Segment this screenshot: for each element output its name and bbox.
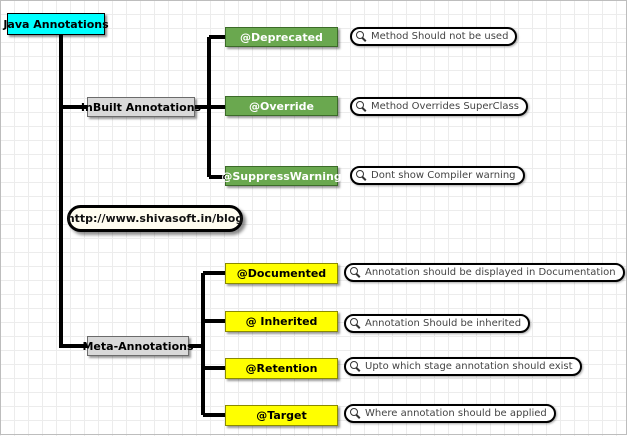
note-text: Upto which stage annotation should exist	[365, 361, 573, 372]
note-override: Method Overrides SuperClass	[350, 97, 528, 116]
leaf-target: @Target	[225, 405, 338, 426]
leaf-inherited: @ Inherited	[225, 311, 338, 332]
magnifier-icon	[350, 267, 361, 278]
note-text: Method Should not be used	[371, 31, 509, 42]
note-text: Annotation should be displayed in Docume…	[365, 267, 616, 278]
note-text: Dont show Compiler warning	[371, 170, 516, 181]
leaf-documented: @Documented	[225, 263, 338, 284]
magnifier-icon	[356, 101, 367, 112]
magnifier-icon	[356, 170, 367, 181]
leaf-override: @Override	[225, 96, 338, 116]
leaf-retention: @Retention	[225, 358, 338, 379]
root-node-java-annotations: Java Annotations	[3, 13, 109, 35]
note-suppresswarning: Dont show Compiler warning	[350, 166, 525, 185]
note-retention: Upto which stage annotation should exist	[344, 357, 582, 376]
leaf-deprecated: @Deprecated	[225, 27, 338, 47]
url-callout: http://www.shivasoft.in/blog	[67, 205, 243, 232]
leaf-suppresswarning: @SuppressWarning	[221, 166, 342, 186]
connector-root-trunk	[59, 35, 87, 348]
magnifier-icon	[350, 361, 361, 372]
magnifier-icon	[350, 318, 361, 329]
note-inherited: Annotation Should be inherited	[344, 314, 531, 333]
note-text: Annotation Should be inherited	[365, 318, 522, 329]
magnifier-icon	[356, 31, 367, 42]
branch-meta-annotations: Meta-Annotations	[82, 336, 194, 356]
note-text: Where annotation should be applied	[365, 408, 547, 419]
note-text: Method Overrides SuperClass	[371, 101, 519, 112]
magnifier-icon	[350, 408, 361, 419]
note-target: Where annotation should be applied	[344, 404, 556, 423]
connector-inbuilt-bracket	[195, 35, 225, 179]
branch-inbuilt-annotations: InBuilt Annotations	[81, 97, 201, 117]
note-documented: Annotation should be displayed in Docume…	[344, 263, 625, 282]
connector-meta-bracket	[189, 271, 225, 417]
note-deprecated: Method Should not be used	[350, 27, 518, 46]
